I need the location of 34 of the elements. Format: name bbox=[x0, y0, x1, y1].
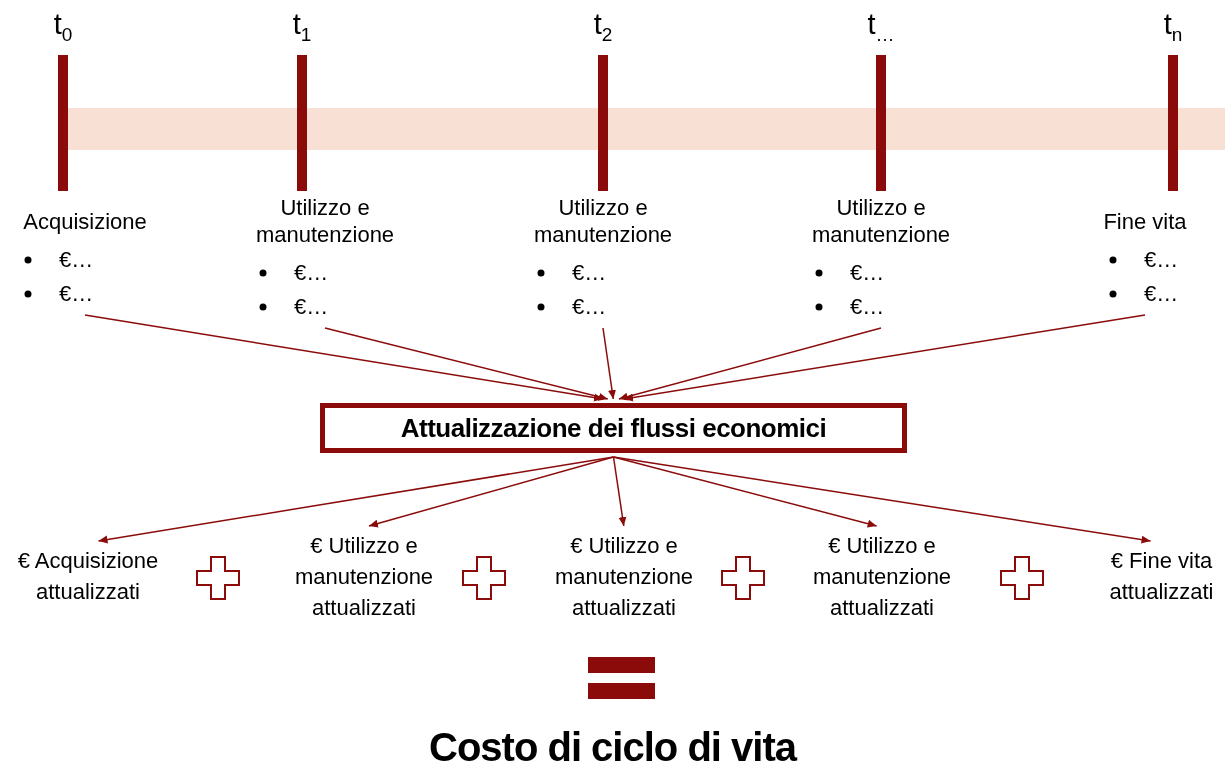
cost-text: €… bbox=[572, 294, 607, 319]
caption: Costo di ciclo di vita bbox=[428, 725, 798, 770]
arrow bbox=[602, 327, 616, 400]
arrow bbox=[324, 327, 609, 401]
arrow bbox=[368, 456, 615, 528]
arrow bbox=[612, 456, 627, 527]
phase-heading: Utilizzo e manutenzione bbox=[532, 194, 674, 248]
result-text: € Fine vita attualizzati bbox=[1098, 545, 1225, 607]
cost-text: €… bbox=[572, 260, 607, 285]
result-text: € Utilizzo e manutenzione attualizzati bbox=[278, 530, 450, 623]
result-text: € Utilizzo e manutenzione attualizzati bbox=[538, 530, 710, 623]
phase-heading: Utilizzo e manutenzione bbox=[810, 194, 952, 248]
time-label: t$_{…}$ bbox=[866, 8, 896, 46]
time-label: t$_{1}$ bbox=[291, 8, 313, 46]
phase-heading: Utilizzo e manutenzione bbox=[254, 194, 396, 248]
cost-text: €… bbox=[294, 260, 329, 285]
cost-text: €… bbox=[294, 294, 329, 319]
phase-heading: Acquisizione bbox=[22, 208, 148, 235]
cost-text: €… bbox=[59, 281, 94, 306]
cost-text: €… bbox=[1144, 281, 1179, 306]
time-label: t$_{n}$ bbox=[1162, 8, 1184, 46]
cost-text: €… bbox=[850, 260, 885, 285]
time-label: t$_{0}$ bbox=[52, 8, 74, 46]
arrow bbox=[623, 314, 1146, 402]
arrow bbox=[612, 456, 1152, 544]
cost-text: €… bbox=[1144, 247, 1179, 272]
result-text: € Acquisizione attualizzati bbox=[0, 545, 176, 607]
process-box: Attualizzazione dei flussi economici bbox=[320, 403, 907, 453]
time-label: t$_{2}$ bbox=[592, 8, 614, 46]
cost-text: €… bbox=[59, 247, 94, 272]
result-text: € Utilizzo e manutenzione attualizzati bbox=[796, 530, 968, 623]
arrow bbox=[618, 327, 882, 401]
phase-heading: Fine vita bbox=[1102, 208, 1188, 235]
cost-text: €… bbox=[850, 294, 885, 319]
